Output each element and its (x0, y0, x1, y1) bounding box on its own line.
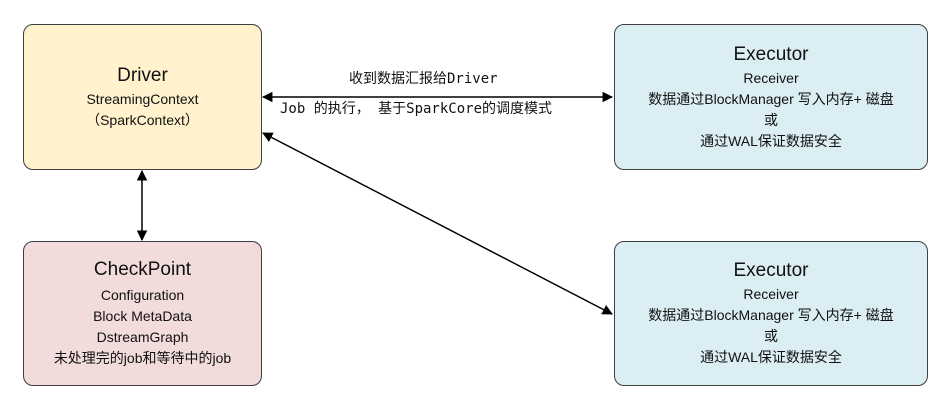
executor-line: 数据通过BlockManager 写入内存+ 磁盘 (648, 307, 894, 323)
checkpoint-line: DstreamGraph (96, 329, 189, 345)
executor-line: 通过WAL保证数据安全 (700, 132, 842, 149)
checkpoint-line: Configuration (100, 287, 185, 303)
driver-executor-bottom-arrow (262, 132, 613, 315)
driver-executor-edge-sublabel: Job 的执行， 基于SparkCore的调度模式 (280, 101, 553, 117)
checkpoint-line: 未处理完的job和等待中的job (53, 350, 232, 366)
executor-line: Receiver (743, 69, 799, 86)
executor-line: 通过WAL保证数据安全 (700, 349, 842, 365)
executor-line: Receiver (743, 286, 799, 302)
executor-node-top: Executor Receiver 数据通过BlockManager 写入内存+… (614, 24, 928, 170)
executor-line: 或 (764, 111, 778, 128)
driver-executor-edge-label: 收到数据汇报给Driver (349, 71, 498, 87)
driver-node: Driver StreamingContext （SparkContext） (23, 24, 262, 170)
executor-line: 数据通过BlockManager 写入内存+ 磁盘 (648, 90, 894, 107)
checkpoint-node: CheckPoint Configuration Block MetaData … (23, 241, 262, 386)
executor-title: Executor (733, 43, 809, 65)
executor-title: Executor (733, 260, 809, 281)
executor-node-bottom: Executor Receiver 数据通过BlockManager 写入内存+… (614, 241, 928, 386)
driver-line: （SparkContext） (86, 111, 199, 128)
checkpoint-line: Block MetaData (93, 308, 192, 324)
checkpoint-title: CheckPoint (93, 259, 192, 280)
driver-title: Driver (117, 64, 168, 86)
executor-line: 或 (764, 328, 778, 344)
driver-line: StreamingContext (86, 90, 199, 107)
